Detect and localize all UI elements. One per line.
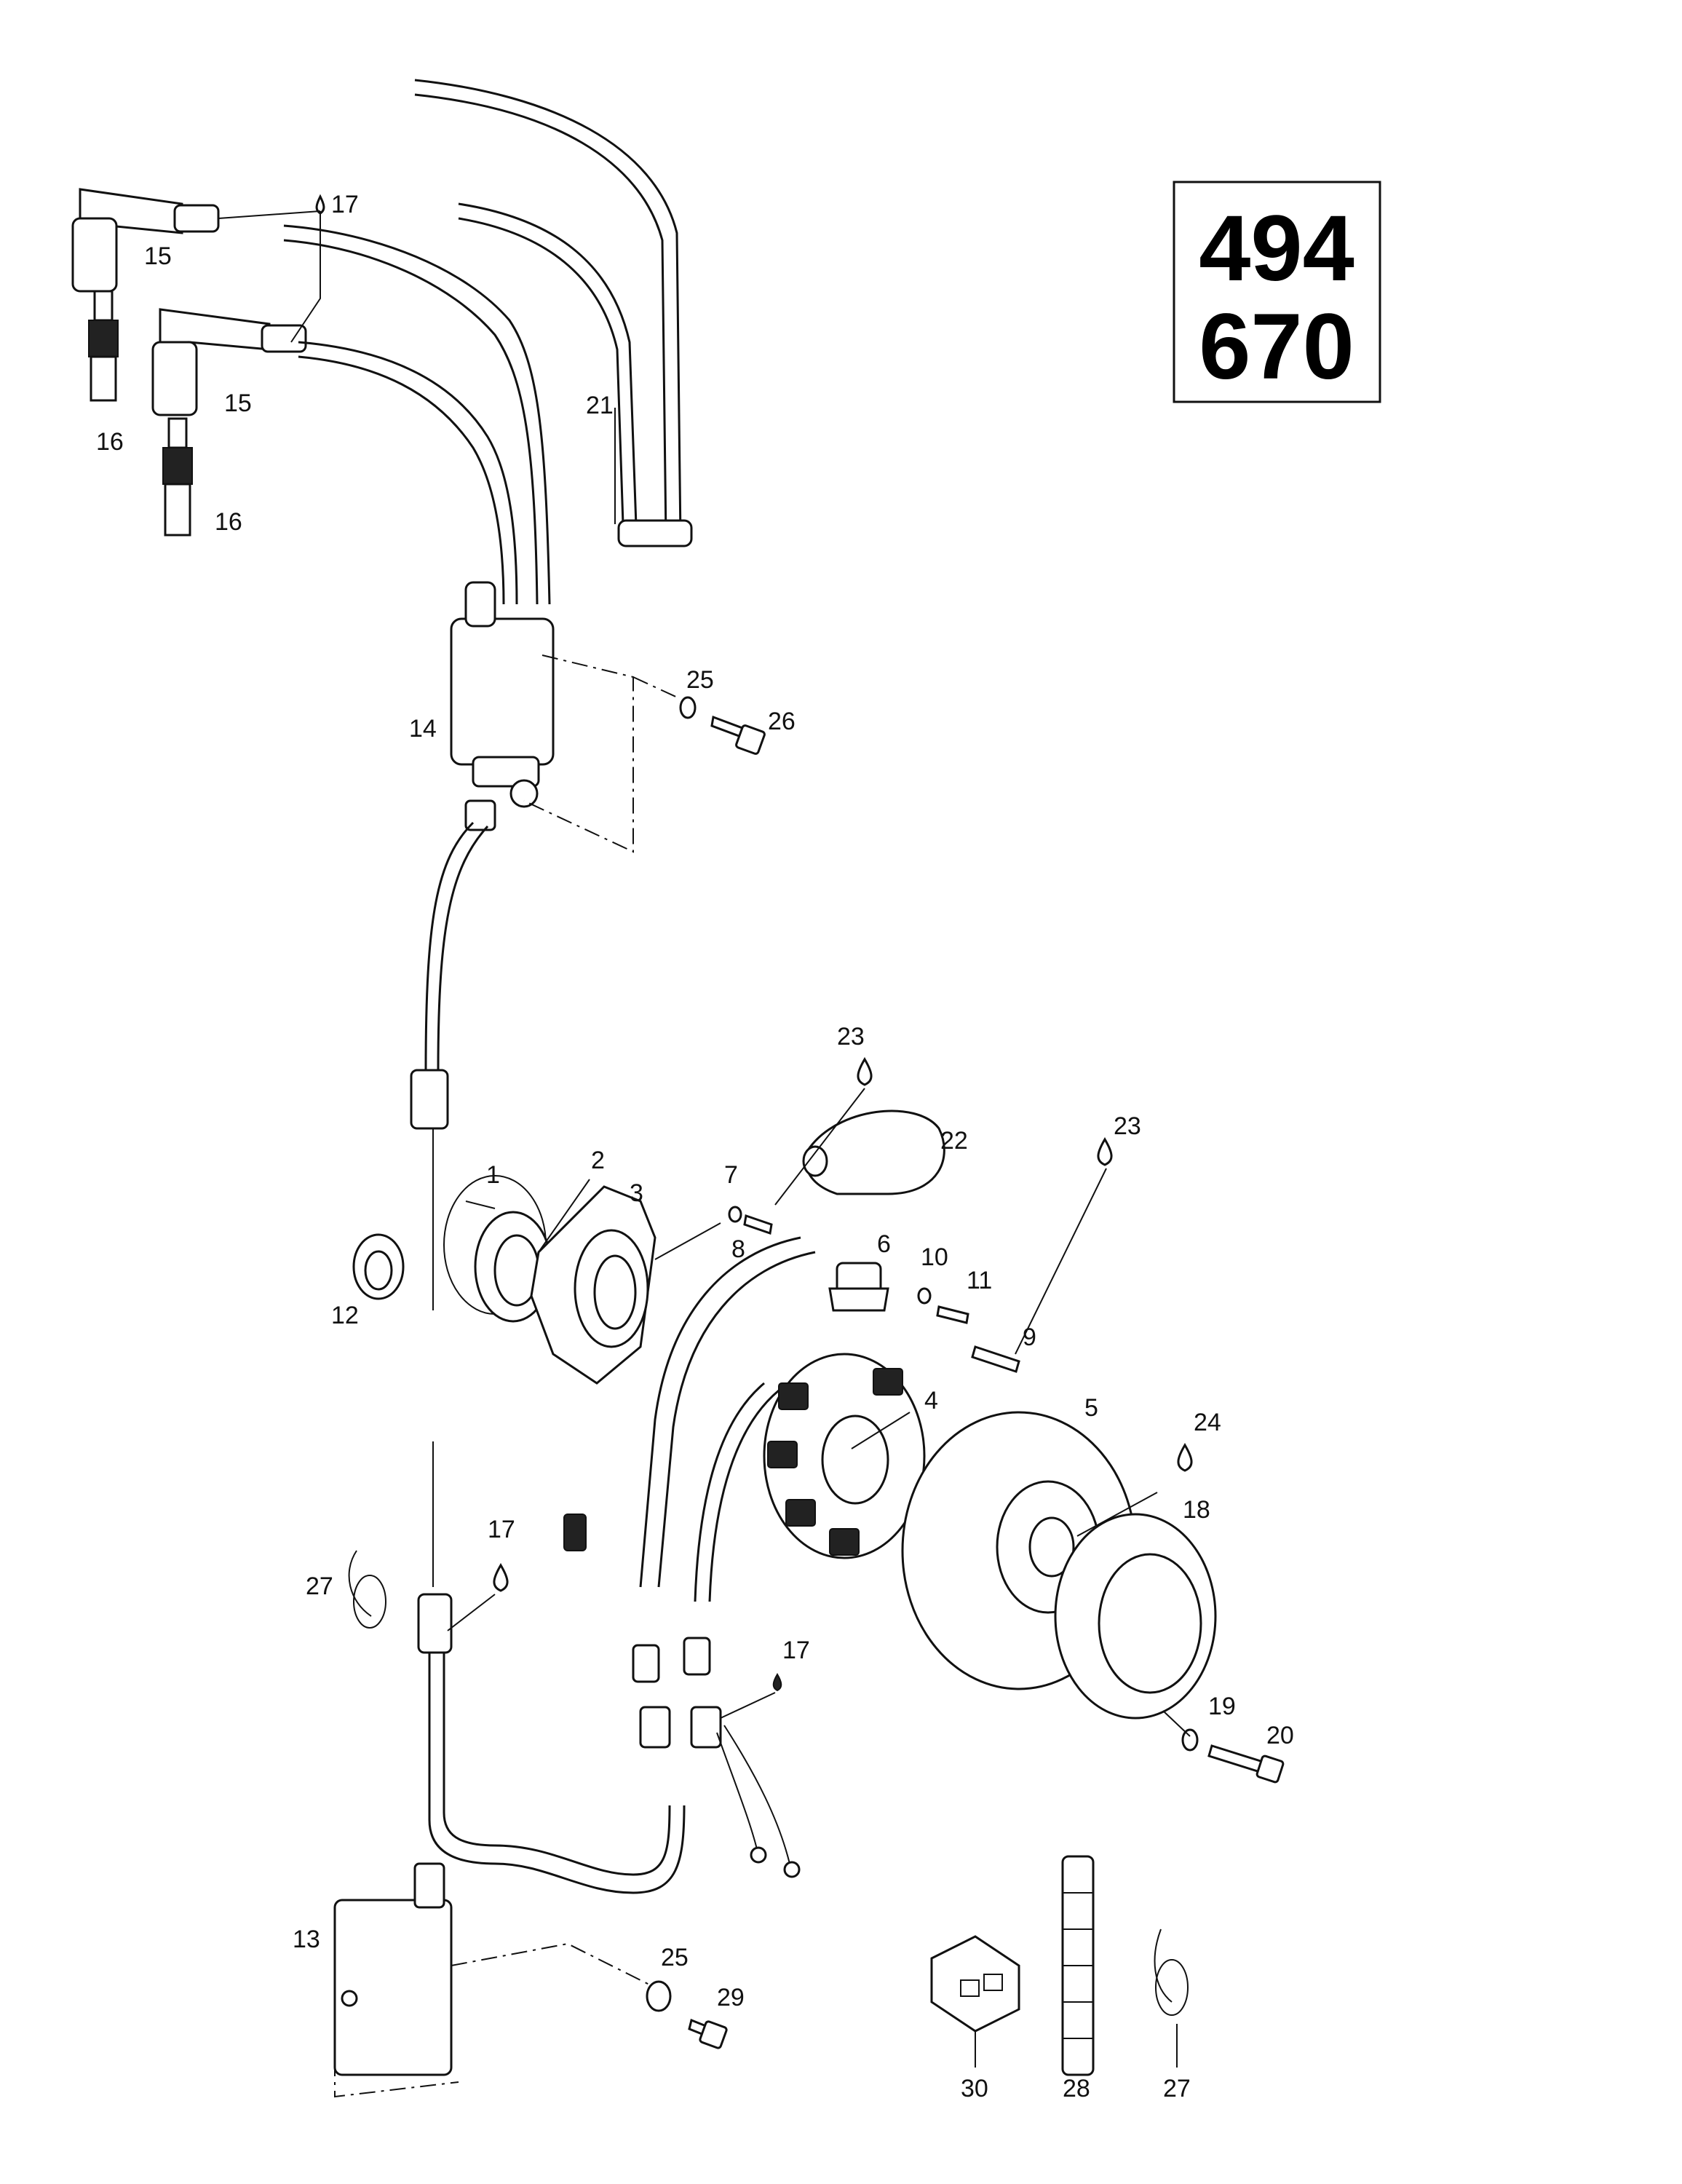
high-tension-wires (414, 79, 693, 547)
screw-7 (743, 1214, 773, 1235)
model-number-box: 494 670 (1173, 181, 1381, 403)
spark-plug-lower (162, 417, 193, 537)
washer-10 (917, 1287, 932, 1305)
washer-8 (728, 1206, 742, 1223)
callout-28: 28 (1063, 2075, 1090, 2102)
callout-21: 21 (586, 392, 614, 419)
callout-16-upper: 16 (96, 428, 124, 456)
callout-6: 6 (877, 1230, 891, 1258)
connector-harness (417, 1593, 453, 1654)
washer-19 (1181, 1728, 1199, 1752)
drop-icon (772, 1673, 782, 1692)
leader-lines (218, 210, 1191, 2068)
spark-plug-cap-upper (71, 188, 220, 293)
callout-1: 1 (486, 1161, 500, 1189)
callout-12: 12 (331, 1302, 359, 1329)
callout-19: 19 (1208, 1693, 1236, 1720)
bolt-29 (688, 2018, 728, 2049)
callout-25-upper: 25 (686, 666, 714, 694)
callout-7: 7 (724, 1161, 738, 1189)
cable-tie-right (1154, 1928, 1189, 2016)
magneto-cover (802, 1109, 945, 1195)
callout-13: 13 (293, 1926, 320, 1953)
washer-lower (646, 1980, 672, 2012)
callout-14: 14 (409, 715, 437, 743)
callout-4: 4 (924, 1387, 938, 1415)
model-670: 670 (1199, 295, 1354, 399)
callout-5: 5 (1084, 1394, 1098, 1422)
drop-icon (1097, 1137, 1113, 1166)
callout-9: 9 (1023, 1324, 1036, 1351)
callout-17-right: 17 (782, 1637, 810, 1664)
callout-10: 10 (921, 1243, 948, 1271)
callout-24: 24 (1194, 1409, 1221, 1436)
heat-shrink-tube (1061, 1855, 1095, 2076)
bolt-20 (1207, 1744, 1285, 1784)
stator (763, 1353, 926, 1559)
callout-labels: 1 2 3 4 5 6 7 8 9 10 11 12 13 14 15 15 1… (96, 191, 1294, 2102)
ring-gear (1054, 1513, 1217, 1720)
ignition-coil (450, 581, 555, 831)
callout-11: 11 (967, 1267, 992, 1294)
cdi-module (333, 1862, 453, 2076)
callout-2: 2 (591, 1147, 605, 1174)
callout-20: 20 (1266, 1722, 1294, 1749)
grommet (352, 1233, 405, 1300)
magneto-housing (530, 1185, 656, 1385)
drop-icon (1177, 1443, 1193, 1472)
callout-27-right: 27 (1163, 2075, 1191, 2102)
callout-23-left: 23 (837, 1023, 865, 1051)
callout-29: 29 (717, 1984, 745, 2011)
bolt-upper (710, 715, 766, 755)
connector-coil (410, 1069, 449, 1130)
screw-11 (936, 1305, 969, 1324)
callout-17-top: 17 (331, 191, 359, 218)
callout-23-right: 23 (1114, 1112, 1141, 1140)
callout-3: 3 (630, 1179, 643, 1207)
callout-22: 22 (940, 1127, 968, 1155)
callout-30: 30 (961, 2075, 988, 2102)
callout-27-left: 27 (306, 1572, 333, 1600)
callout-26: 26 (768, 708, 796, 735)
callout-18: 18 (1183, 1496, 1210, 1524)
callout-15-lower: 15 (224, 389, 252, 417)
callout-8: 8 (731, 1235, 745, 1263)
washer-upper (679, 696, 697, 719)
callout-17-left: 17 (488, 1516, 515, 1543)
bolt-9 (971, 1345, 1020, 1373)
drop-icon (493, 1563, 509, 1592)
spark-plug-upper (88, 290, 119, 402)
spark-plug-cap-lower (151, 308, 307, 416)
cable-tie-left (348, 1550, 386, 1629)
callout-25-lower: 25 (661, 1944, 689, 1971)
drop-icon (857, 1057, 873, 1086)
small-connector (563, 1514, 587, 1551)
connector-housing (930, 1935, 1020, 2033)
callout-16-lower: 16 (215, 508, 242, 536)
harness-connectors (632, 1637, 722, 1749)
callout-15-upper: 15 (144, 242, 172, 270)
model-494: 494 (1199, 197, 1354, 301)
trigger-coil (828, 1262, 889, 1312)
